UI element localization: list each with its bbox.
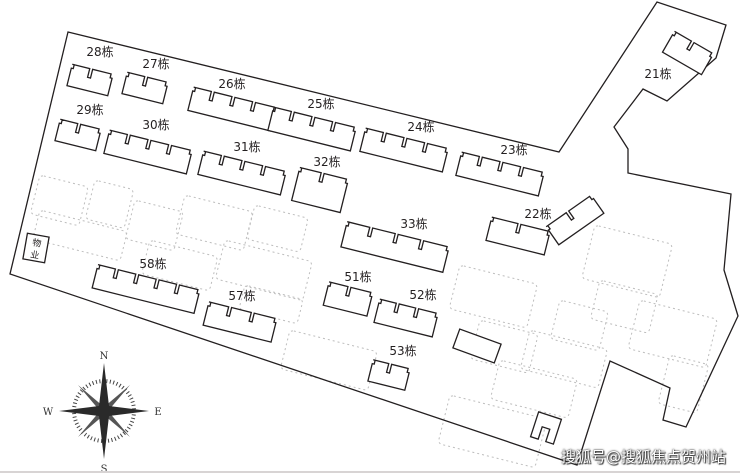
building-label: 23栋	[500, 142, 527, 157]
building-outline	[91, 264, 200, 315]
building-label: 31栋	[233, 139, 260, 154]
building-57[interactable]: 57栋	[202, 288, 277, 343]
building-28[interactable]: 28栋	[66, 44, 114, 97]
building-label: 32栋	[313, 154, 340, 169]
building-label: 51栋	[344, 269, 371, 284]
building-26[interactable]: 26栋	[187, 76, 276, 132]
dotted-plot	[658, 355, 709, 413]
building-21[interactable]: 21栋	[644, 30, 713, 81]
property-office-label-2: 业	[29, 249, 40, 261]
building-outline	[66, 63, 113, 97]
compass-east: E	[154, 407, 161, 418]
building-51[interactable]: 51栋	[322, 269, 373, 317]
building-label: 25栋	[307, 96, 334, 111]
building-label: 52栋	[409, 287, 436, 302]
building-52[interactable]: 52栋	[373, 287, 438, 338]
building-25[interactable]: 25栋	[267, 96, 356, 152]
buildings-layer: 28栋 27栋 26栋 25栋 24栋 23栋 29栋 30栋 31栋 32栋 33栋 58栋 57栋 5…	[54, 30, 713, 445]
dotted-plot	[215, 240, 312, 301]
building-58[interactable]: 58栋	[91, 256, 200, 315]
building-outline	[202, 301, 277, 343]
building-label: 21栋	[644, 66, 671, 81]
property-office-label-1: 物	[31, 236, 42, 249]
dotted-plot	[590, 280, 658, 333]
dotted-plot	[550, 300, 609, 351]
compass-rose: N S E W	[43, 351, 162, 473]
building-outline	[485, 216, 550, 256]
dotted-plot	[438, 395, 547, 468]
dotted-plot	[30, 175, 89, 226]
building-label: 26栋	[218, 76, 245, 91]
dotted-plot	[141, 240, 218, 291]
dotted-plot	[490, 360, 578, 418]
building-outline	[290, 166, 349, 214]
building-outline	[267, 106, 356, 152]
building-outline	[322, 281, 373, 317]
building-outline	[197, 150, 286, 196]
building-label: 33栋	[400, 216, 427, 231]
building-outline	[187, 86, 276, 132]
compass-south: S	[101, 464, 108, 473]
building-outline	[367, 359, 410, 392]
dotted-plot	[85, 180, 134, 229]
dotted-plot	[520, 330, 608, 388]
building-outline	[455, 151, 544, 197]
dotted-plot	[449, 265, 538, 328]
building-32[interactable]: 32栋	[290, 154, 349, 214]
building-label: 30栋	[142, 117, 169, 132]
building-outline	[54, 118, 101, 152]
site-boundary	[9, 1, 739, 466]
dotted-plot	[239, 285, 303, 324]
building-33[interactable]: 33栋	[340, 216, 449, 274]
dotted-plot	[33, 210, 127, 261]
building-label: 22栋	[524, 206, 551, 221]
building-outline	[661, 30, 713, 76]
building-outline	[121, 71, 168, 105]
building-outline	[373, 298, 438, 338]
watermark: 搜狐号@搜狐焦点贺州站	[560, 448, 726, 466]
building-label: 24栋	[407, 119, 434, 134]
compass-west: W	[43, 407, 54, 418]
compass-north: N	[100, 351, 109, 362]
building-outline	[340, 221, 449, 274]
dotted-plot	[280, 330, 377, 391]
building-31[interactable]: 31栋	[197, 139, 286, 196]
building-22[interactable]: 22栋	[485, 195, 605, 256]
bottom-divider	[0, 471, 740, 473]
building-label: 53栋	[389, 343, 416, 358]
building-label: 27栋	[142, 56, 169, 71]
building-outline	[359, 127, 448, 173]
building-label: 28栋	[86, 44, 113, 59]
building-23[interactable]: 23栋	[455, 142, 544, 197]
property-office[interactable]: 物 业	[22, 232, 50, 264]
dotted-plot	[246, 205, 309, 252]
dotted-plot	[628, 300, 718, 368]
unlabeled-building-u[interactable]	[529, 411, 563, 445]
dotted-plot	[125, 200, 184, 251]
building-label: 57栋	[228, 288, 255, 303]
building-53[interactable]: 53栋	[367, 343, 417, 392]
building-24[interactable]: 24栋	[359, 119, 448, 173]
building-outline	[103, 129, 192, 175]
dotted-plot	[582, 225, 673, 298]
building-outline-wing	[545, 195, 605, 246]
building-label: 29栋	[76, 102, 103, 117]
building-30[interactable]: 30栋	[103, 117, 192, 175]
building-27[interactable]: 27栋	[121, 56, 170, 105]
planned-area-dotted-outlines	[30, 175, 718, 468]
dotted-plot	[175, 195, 253, 251]
building-29[interactable]: 29栋	[54, 102, 104, 152]
unlabeled-building[interactable]	[452, 328, 502, 364]
building-label: 58栋	[139, 256, 166, 271]
